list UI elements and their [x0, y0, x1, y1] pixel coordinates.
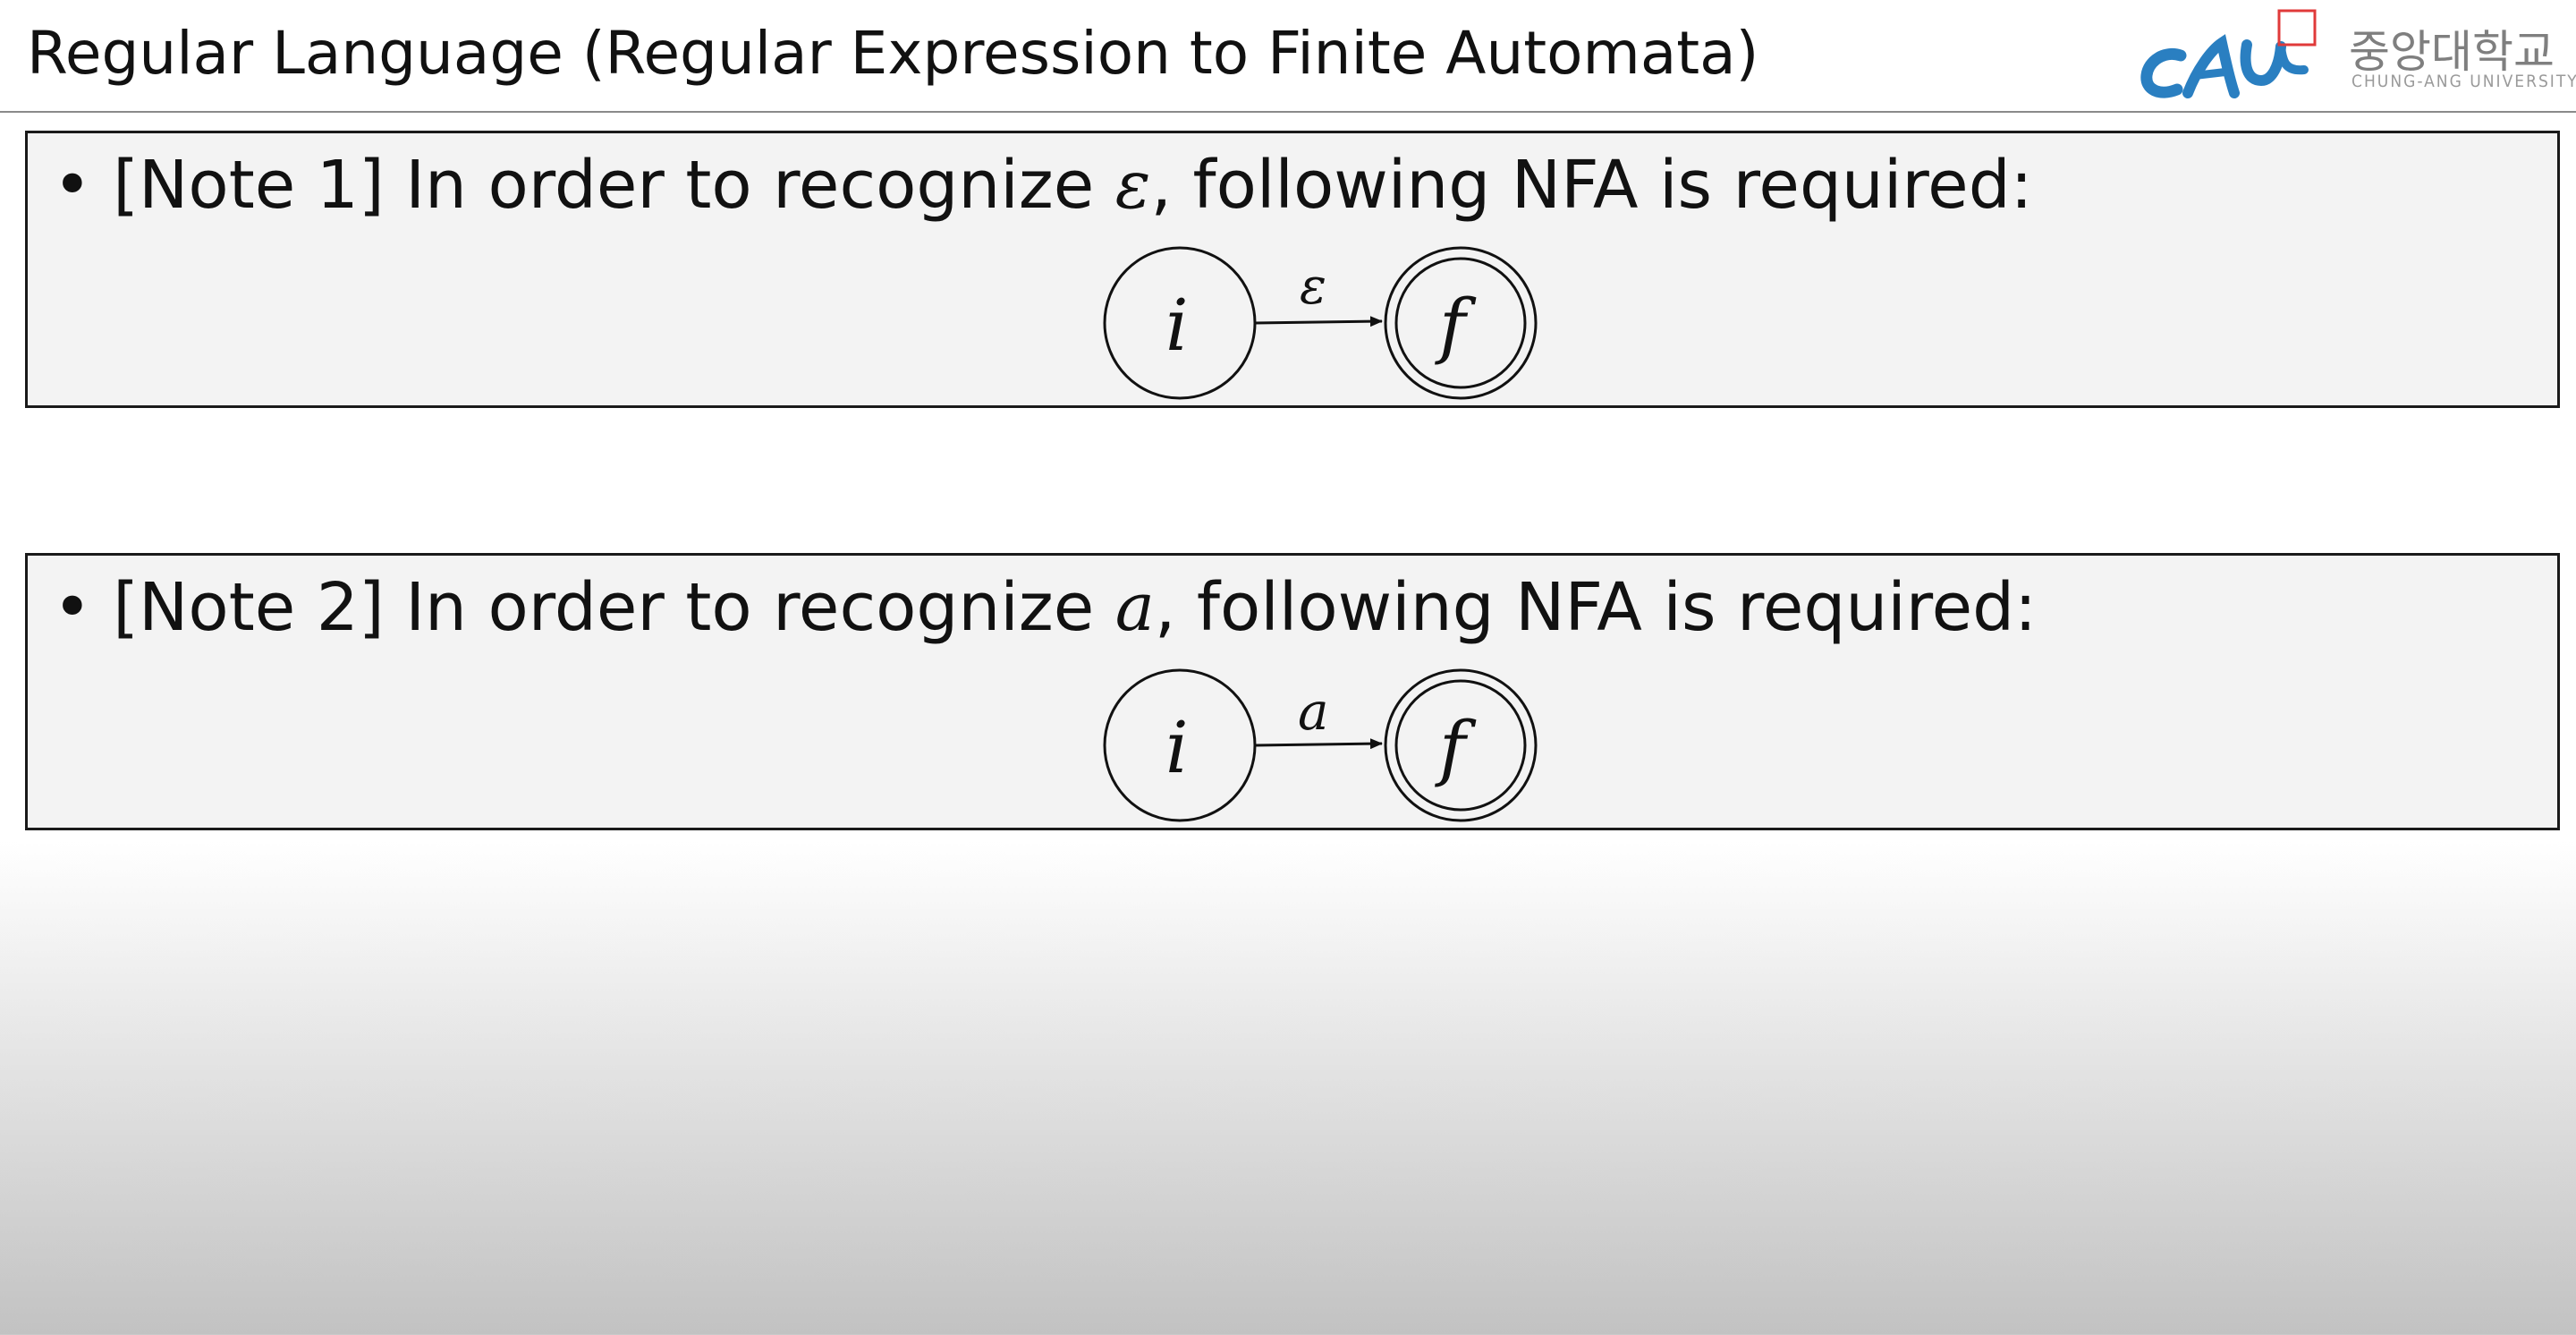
final-state-label: f: [1435, 284, 1477, 367]
transition-label: a: [1298, 681, 1329, 742]
note-2-suffix: , following NFA is required:: [1154, 569, 2038, 646]
final-state: [1384, 246, 1538, 400]
slide-header: Regular Language (Regular Expression to …: [0, 0, 2576, 113]
note-2-box: • [Note 2] In order to recognize a, foll…: [25, 553, 2560, 830]
start-state-label: i: [1165, 284, 1189, 367]
transition-label: ε: [1300, 258, 1326, 316]
logo-english-name: CHUNG-ANG UNIVERSITY: [2351, 72, 2576, 91]
transition-arrow: [1254, 316, 1383, 327]
note-1-prefix: [Note 1] In order to recognize: [113, 147, 1115, 224]
cau-logo-mark-icon: [2140, 9, 2317, 98]
university-logo: 중앙대학교 CHUNG-ANG UNIVERSITY: [2129, 4, 2576, 109]
logo-korean-name: 중앙대학교: [2349, 26, 2555, 78]
note-2-symbol: a: [1114, 569, 1155, 646]
note-2-prefix: [Note 2] In order to recognize: [113, 569, 1115, 646]
bullet: •: [53, 147, 92, 224]
slide-title: Regular Language (Regular Expression to …: [27, 19, 1759, 88]
final-state-label: f: [1435, 706, 1477, 789]
transition-arrow: [1254, 738, 1383, 750]
note-2-nfa-diagram: i a f: [1065, 661, 1566, 831]
bullet: •: [53, 569, 92, 646]
note-1-suffix: , following NFA is required:: [1150, 147, 2033, 224]
note-1-text: • [Note 1] In order to recognize ε, foll…: [53, 140, 2033, 230]
logo-marker-box: [2277, 9, 2317, 47]
note-1-symbol: ε: [1114, 147, 1151, 224]
note-1-nfa-diagram: i ε f: [1065, 239, 1566, 409]
note-2-text: • [Note 2] In order to recognize a, foll…: [53, 563, 2037, 652]
start-state-label: i: [1165, 706, 1189, 789]
note-1-box: • [Note 1] In order to recognize ε, foll…: [25, 131, 2560, 408]
final-state: [1384, 668, 1538, 822]
